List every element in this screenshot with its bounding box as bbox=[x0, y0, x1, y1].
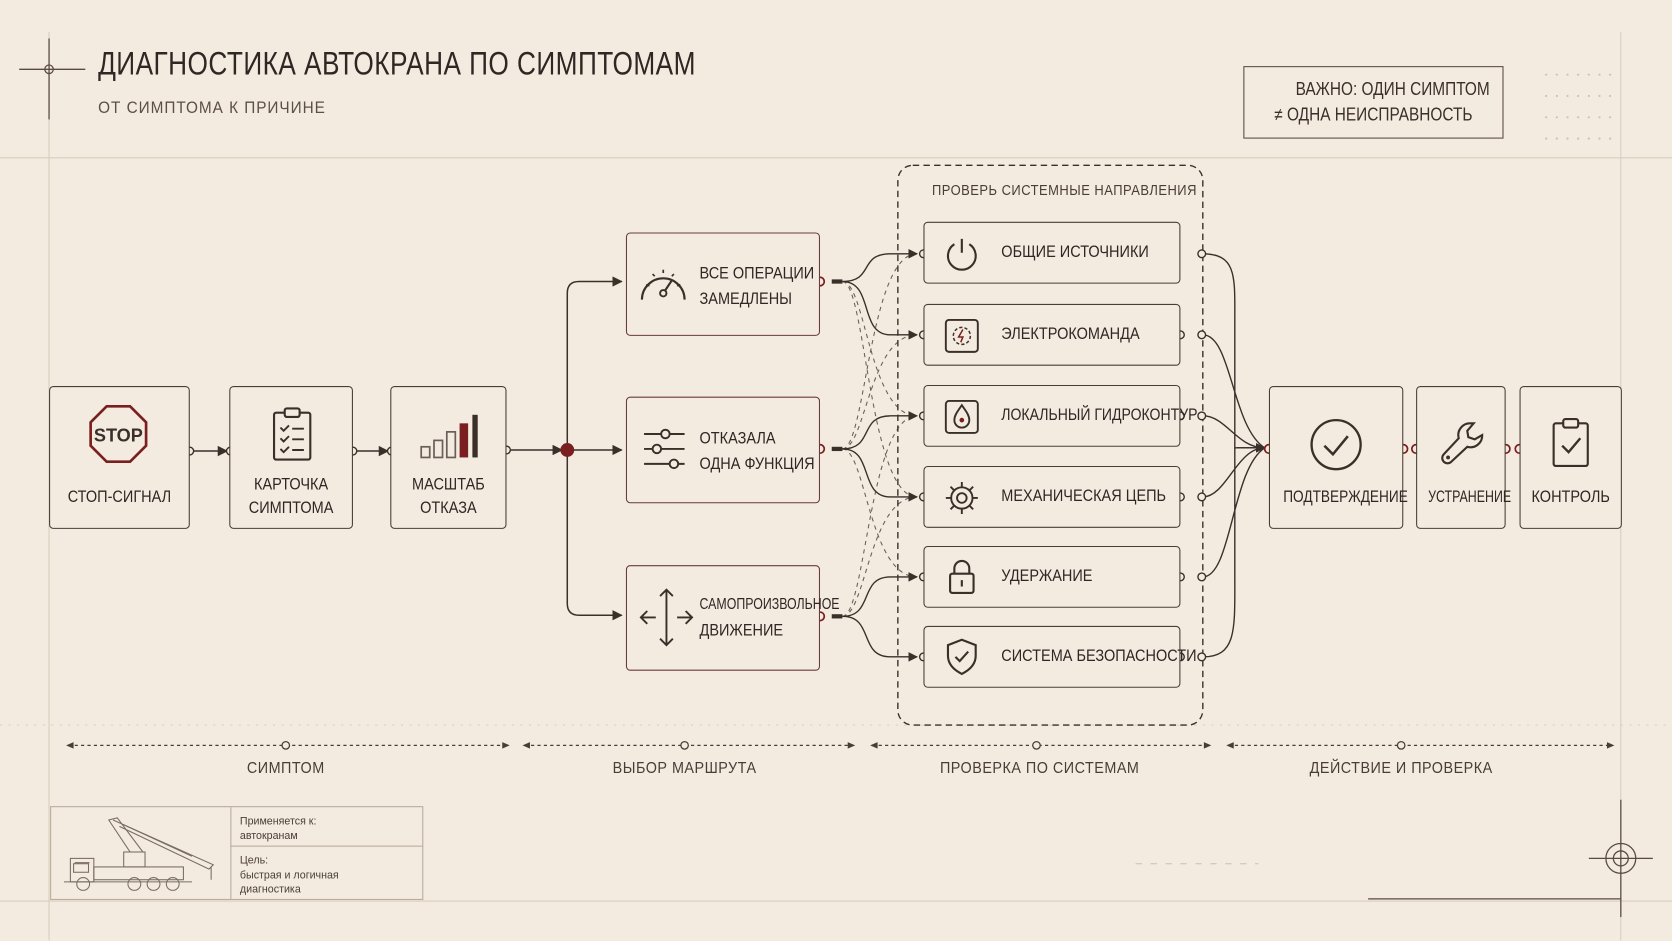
crosshair-icon bbox=[19, 38, 86, 120]
action-control: КОНТРОЛЬ bbox=[1519, 386, 1622, 529]
gear-icon bbox=[945, 481, 978, 514]
goal-line-1: быстрая и логичная bbox=[239, 870, 339, 882]
system-safety-label: СИСТЕМА БЕЗОПАСНОСТИ bbox=[1001, 647, 1197, 666]
move-arrows-icon bbox=[639, 588, 694, 647]
system-electro-command: ЭЛЕКТРОКОМАНДА bbox=[923, 303, 1181, 366]
failure-scale-label-1: МАСШТАБ bbox=[412, 475, 485, 494]
phase-route-choice: ВЫБОР МАРШРУТА bbox=[612, 759, 757, 778]
systems-group-title: ПРОВЕРЬ СИСТЕМНЫЕ НАПРАВЛЕНИЯ bbox=[931, 182, 1197, 199]
page-title: ДИАГНОСТИКА АВТОКРАНА ПО СИМПТОМАМ bbox=[98, 46, 696, 83]
stop-sign-icon: STOP bbox=[89, 404, 148, 464]
action-fix: УСТРАНЕНИЕ bbox=[1416, 386, 1512, 529]
action-confirmation-label: ПОДТВЕРЖДЕНИЕ bbox=[1283, 488, 1408, 507]
failure-scale-node: МАСШТАБ ОТКАЗА bbox=[390, 386, 507, 529]
route-self-motion: САМОПРОИЗВОЛЬНОЕ ДВИЖЕНИЕ bbox=[625, 565, 840, 671]
truck-crane-illustration bbox=[63, 817, 215, 891]
route-all-slow-label-1: ВСЕ ОПЕРАЦИИ bbox=[699, 264, 815, 283]
phase-action-verify: ДЕЙСТВИЕ И ПРОВЕРКА bbox=[1309, 759, 1493, 778]
failure-scale-label-2: ОТКАЗА bbox=[420, 499, 477, 518]
wrench-icon bbox=[1441, 422, 1484, 465]
note-line-1: ВАЖНО: ОДИН СИМПТОМ bbox=[1295, 78, 1490, 100]
info-block: Применяется к: автокранам Цель: быстрая … bbox=[50, 806, 424, 900]
check-circle-icon bbox=[1310, 418, 1362, 471]
route-one-function: ОТКАЗАЛА ОДНА ФУНКЦИЯ bbox=[625, 396, 821, 504]
phase-symptom: СИМПТОМ bbox=[246, 759, 325, 778]
route-one-function-label-1: ОТКАЗАЛА bbox=[699, 429, 776, 448]
svg-text:STOP: STOP bbox=[94, 425, 143, 445]
system-holding-label: УДЕРЖАНИЕ bbox=[1001, 567, 1093, 586]
shield-check-icon bbox=[946, 638, 977, 676]
action-control-label: КОНТРОЛЬ bbox=[1531, 488, 1610, 507]
clipboard-checklist-icon bbox=[272, 407, 312, 461]
system-local-hydraulics-label: ЛОКАЛЬНЫЙ ГИДРОКОНТУР bbox=[1001, 406, 1198, 425]
applies-value: автокранам bbox=[239, 830, 298, 843]
system-electro-command-label: ЭЛЕКТРОКОМАНДА bbox=[1001, 325, 1140, 344]
target-icon bbox=[1368, 799, 1653, 918]
system-holding: УДЕРЖАНИЕ bbox=[923, 545, 1181, 608]
page-subtitle: ОТ СИМПТОМА К ПРИЧИНЕ bbox=[98, 99, 326, 118]
symptom-card-label-2: СИМПТОМА bbox=[248, 499, 334, 518]
bar-scale-icon bbox=[420, 414, 478, 459]
system-common-sources: ОБЩИЕ ИСТОЧНИКИ bbox=[923, 221, 1181, 284]
system-mechanical-chain: МЕХАНИЧЕСКАЯ ЦЕПЬ bbox=[923, 465, 1181, 528]
route-all-slow-label-2: ЗАМЕДЛЕНЫ bbox=[699, 290, 793, 309]
speedometer-icon bbox=[640, 269, 686, 300]
route-self-motion-label-2: ДВИЖЕНИЕ bbox=[699, 621, 784, 640]
system-mechanical-chain-label: МЕХАНИЧЕСКАЯ ЦЕПЬ bbox=[1001, 487, 1167, 506]
symptom-card-node: КАРТОЧКА СИМПТОМА bbox=[229, 386, 353, 529]
power-icon bbox=[946, 238, 977, 271]
lock-icon bbox=[949, 559, 975, 594]
sliders-icon bbox=[644, 428, 685, 470]
goal-line-2: диагностика bbox=[239, 883, 301, 896]
symptom-card-label-1: КАРТОЧКА bbox=[254, 475, 329, 494]
route-one-function-label-2: ОДНА ФУНКЦИЯ bbox=[699, 455, 815, 474]
system-common-sources-label: ОБЩИЕ ИСТОЧНИКИ bbox=[1001, 243, 1149, 262]
applies-label: Применяется к: bbox=[239, 815, 317, 828]
hydraulic-drop-icon bbox=[944, 399, 979, 434]
route-all-slow: ВСЕ ОПЕРАЦИИ ЗАМЕДЛЕНЫ bbox=[625, 232, 821, 336]
system-safety: СИСТЕМА БЕЗОПАСНОСТИ bbox=[923, 625, 1197, 688]
stop-signal-node: STOP СТОП-СИГНАЛ bbox=[49, 386, 190, 529]
electric-module-icon bbox=[944, 318, 979, 353]
stop-signal-label: СТОП-СИГНАЛ bbox=[67, 488, 172, 507]
goal-label: Цель: bbox=[239, 855, 269, 867]
route-self-motion-label-1: САМОПРОИЗВОЛЬНОЕ bbox=[699, 596, 840, 614]
important-note: ВАЖНО: ОДИН СИМПТОМ ≠ ОДНА НЕИСПРАВНОСТЬ bbox=[1243, 66, 1504, 139]
system-local-hydraulics: ЛОКАЛЬНЫЙ ГИДРОКОНТУР bbox=[923, 384, 1198, 447]
note-line-2: ≠ ОДНА НЕИСПРАВНОСТЬ bbox=[1274, 104, 1473, 125]
action-confirmation: ПОДТВЕРЖДЕНИЕ bbox=[1268, 386, 1408, 529]
clipboard-check-icon bbox=[1552, 418, 1589, 468]
action-fix-label: УСТРАНЕНИЕ bbox=[1428, 488, 1512, 507]
phase-system-check: ПРОВЕРКА ПО СИСТЕМАМ bbox=[939, 759, 1140, 778]
